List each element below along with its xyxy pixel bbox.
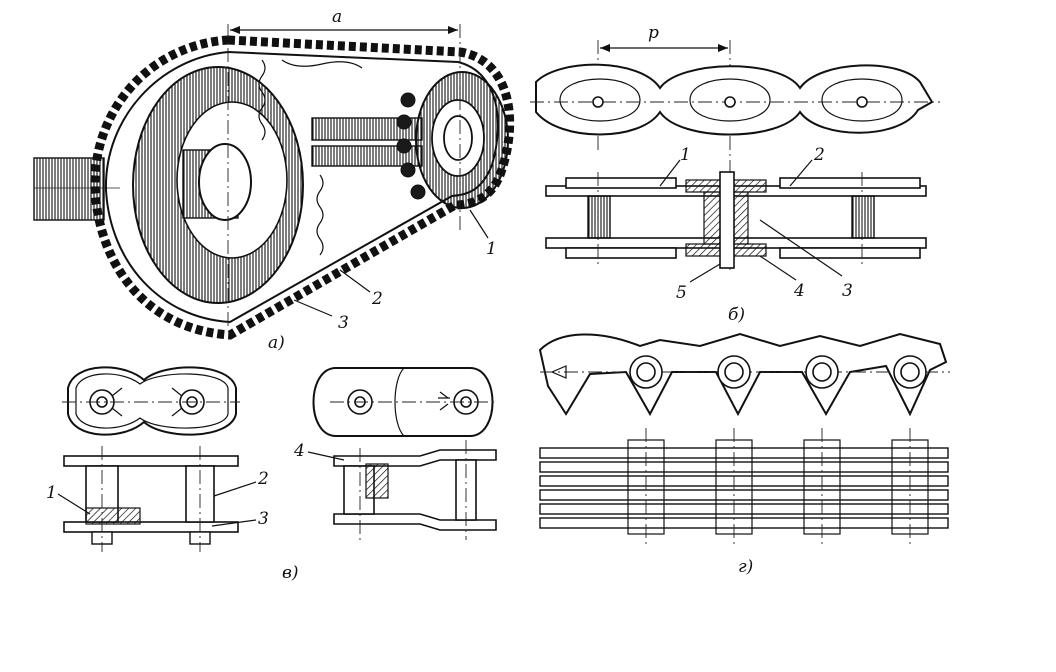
caption-a: а) xyxy=(268,333,285,353)
callout-v-4: 4 xyxy=(293,441,305,461)
callout-b-4: 4 xyxy=(793,281,805,301)
caption-v: в) xyxy=(282,563,299,583)
callout-v-3: 3 xyxy=(258,509,269,529)
chain-section-view xyxy=(545,171,927,269)
view-b-callouts: 1 2 3 4 5 xyxy=(659,145,853,303)
callout-b-5: 5 xyxy=(676,283,687,303)
idler-rollers xyxy=(258,59,423,256)
callout-b-3: 3 xyxy=(842,281,853,301)
center-distance-dimension: a xyxy=(227,7,461,330)
dimension-p-label: p xyxy=(648,23,659,43)
caption-b: б) xyxy=(728,305,745,325)
callout-a-1: 1 xyxy=(486,239,497,259)
toothed-chain-plan xyxy=(539,428,949,546)
callout-b-2: 2 xyxy=(813,145,825,165)
small-sprocket xyxy=(396,71,509,209)
dimension-a-label: a xyxy=(332,7,342,27)
view-v-callouts: 1 2 3 4 xyxy=(46,441,345,529)
callout-v-1: 1 xyxy=(46,483,57,503)
toothed-chain-side xyxy=(538,332,950,417)
callout-a-3: 3 xyxy=(338,313,349,333)
offset-link-section xyxy=(333,440,497,540)
view-a-chain-drive: a 1 2 3 а) xyxy=(33,7,515,353)
connecting-link-face xyxy=(62,366,240,436)
view-b-roller-chain: p xyxy=(530,23,940,325)
connecting-link-section xyxy=(63,446,239,552)
view-v-connecting-links: 1 2 3 4 в) xyxy=(46,366,497,583)
callout-b-1: 1 xyxy=(680,145,691,165)
view-a-callouts: 1 2 3 xyxy=(293,209,497,333)
callout-v-2: 2 xyxy=(257,469,269,489)
offset-link-face xyxy=(312,367,496,437)
callout-a-2: 2 xyxy=(371,289,383,309)
large-sprocket xyxy=(132,66,304,304)
caption-g: г) xyxy=(738,557,753,577)
view-g-toothed-chain: г) xyxy=(538,332,950,577)
chain-side-view xyxy=(530,63,940,136)
